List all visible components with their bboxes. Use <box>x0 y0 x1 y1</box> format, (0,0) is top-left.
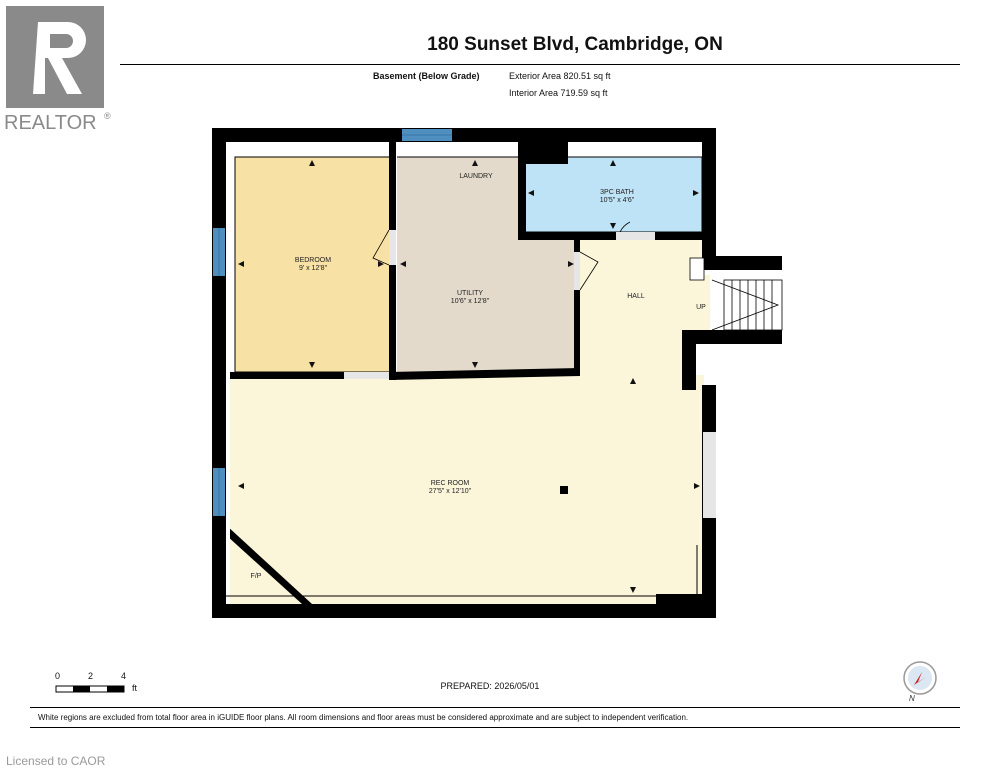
page-title: 180 Sunset Blvd, Cambridge, ON <box>427 34 723 55</box>
exterior-area: Exterior Area 820.51 sq ft <box>509 71 611 81</box>
closet-opening <box>703 432 716 518</box>
scale-label-4: 4 <box>121 671 127 681</box>
prepared-date: PREPARED: 2026/05/01 <box>440 681 540 691</box>
bedroom-floor <box>235 157 390 372</box>
utility-name: UTILITY <box>457 290 483 297</box>
bath-name: 3PC BATH <box>600 189 634 196</box>
scale-unit: ft <box>132 683 138 693</box>
rec-room-floor <box>226 375 704 605</box>
hall-label: HALL <box>627 293 645 300</box>
disclaimer-text: White regions are excluded from total fl… <box>38 713 689 722</box>
license-notice: Licensed to CAOR <box>6 754 106 768</box>
realtor-wordmark: REALTOR <box>4 112 97 134</box>
rec-room-name: REC ROOM <box>431 480 470 487</box>
svg-text:®: ® <box>104 111 111 121</box>
bath-size: 10'5" x 4'6" <box>600 197 635 204</box>
bedroom-name: BEDROOM <box>295 257 331 264</box>
scale-label-2: 2 <box>88 671 94 681</box>
utility-size: 10'6" x 12'8" <box>451 298 490 305</box>
rec-room-size: 27'5" x 12'10" <box>429 488 472 495</box>
fireplace-label: F/P <box>251 573 262 580</box>
support-post <box>560 486 568 494</box>
level-label: Basement (Below Grade) <box>373 71 480 81</box>
scale-bar <box>55 685 125 693</box>
compass-icon: N <box>903 661 937 703</box>
footer-bottom-rule <box>30 727 960 728</box>
title-divider <box>120 64 960 65</box>
hall-floor <box>578 240 710 390</box>
bedroom-door-opening <box>344 372 389 379</box>
footer-divider <box>30 707 960 708</box>
bath-floor <box>525 157 702 232</box>
compass-north-label: N <box>909 694 915 703</box>
dimension-markers <box>238 160 700 593</box>
interior-area: Interior Area 719.59 sq ft <box>509 88 608 98</box>
window-mullions <box>218 134 452 516</box>
stairs <box>689 257 783 331</box>
door-swings <box>372 221 631 291</box>
stairs-up-label: UP <box>696 304 706 311</box>
bedroom-size: 9' x 12'8" <box>299 265 328 272</box>
laundry-label: LAUNDRY <box>459 173 493 180</box>
scale-label-0: 0 <box>55 671 61 681</box>
realtor-logo: REALTOR ® <box>4 6 111 134</box>
bath-door-opening <box>616 232 655 240</box>
